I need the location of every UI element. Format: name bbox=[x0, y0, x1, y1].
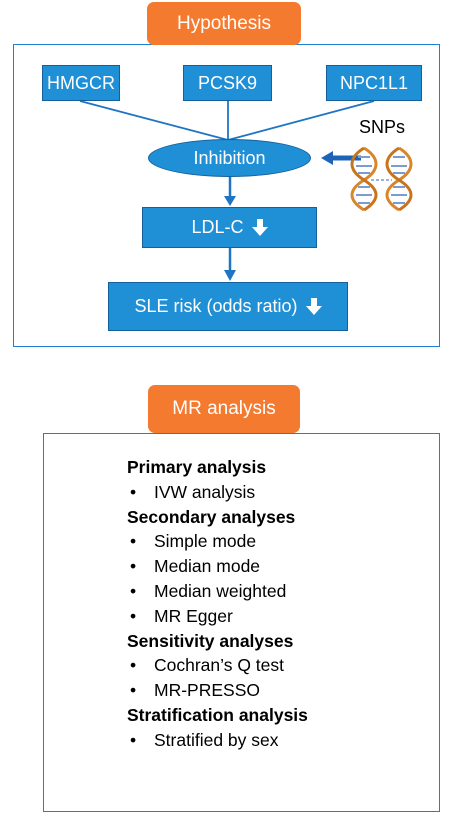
ldl-c-label: LDL-C bbox=[191, 217, 244, 237]
list-item: • Cochran’s Q test bbox=[127, 653, 308, 678]
list-item-label: IVW analysis bbox=[154, 481, 256, 502]
ldl-c-box: LDL-C bbox=[142, 207, 317, 248]
bullet-icon: • bbox=[130, 605, 137, 626]
inhibition-node: Inhibition bbox=[148, 139, 311, 177]
section-heading: Secondary analyses bbox=[127, 506, 296, 527]
list-item-label: Simple mode bbox=[154, 531, 257, 552]
list-item: • Stratified by sex bbox=[127, 728, 308, 753]
arrow-to-sle bbox=[224, 270, 236, 281]
list-item: • Median mode bbox=[127, 554, 308, 579]
connector-hmgcr bbox=[79, 100, 229, 141]
list-item-label: MR-PRESSO bbox=[154, 680, 260, 701]
connector-npc1l1 bbox=[227, 100, 375, 141]
list-item: • Median weighted bbox=[127, 579, 308, 604]
bullet-icon: • bbox=[130, 556, 137, 577]
section-heading: Stratification analysis bbox=[127, 704, 308, 725]
hypothesis-title: Hypothesis bbox=[147, 2, 301, 45]
list-item: • Simple mode bbox=[127, 529, 308, 554]
bullet-icon: • bbox=[130, 481, 137, 502]
arrow-snps-to-inhibition bbox=[321, 151, 333, 165]
section-heading: Sensitivity analyses bbox=[127, 630, 294, 651]
bullet-icon: • bbox=[130, 655, 137, 676]
bullet-icon: • bbox=[130, 580, 137, 601]
snps-label: SNPs bbox=[359, 117, 406, 137]
dna-helix-icon bbox=[350, 146, 378, 212]
arrow-to-ldl bbox=[224, 196, 236, 206]
down-arrow-icon bbox=[305, 298, 322, 315]
list-item: • MR-PRESSO bbox=[127, 678, 308, 703]
section-heading: Primary analysis bbox=[127, 457, 267, 477]
gene-box-npc1l1: NPC1L1 bbox=[326, 65, 422, 101]
bullet-icon: • bbox=[130, 531, 137, 552]
sle-risk-label: SLE risk (odds ratio) bbox=[134, 296, 298, 316]
list-item-label: Median mode bbox=[154, 556, 261, 577]
bullet-icon: • bbox=[130, 680, 137, 701]
gene-box-hmgcr: HMGCR bbox=[42, 65, 120, 101]
mr-analysis-frame bbox=[43, 433, 440, 812]
list-item-label: Stratified by sex bbox=[154, 729, 279, 750]
list-item-label: Median weighted bbox=[154, 580, 287, 601]
sle-risk-box: SLE risk (odds ratio) bbox=[108, 282, 348, 331]
mr-analysis-title: MR analysis bbox=[148, 385, 300, 433]
list-item-label: Cochran’s Q test bbox=[154, 655, 285, 676]
down-arrow-icon bbox=[251, 219, 268, 236]
bullet-icon: • bbox=[130, 729, 137, 750]
dna-helix-icon bbox=[385, 146, 413, 212]
gene-box-pcsk9: PCSK9 bbox=[183, 65, 272, 101]
list-item: • MR Egger bbox=[127, 604, 308, 629]
list-item: • IVW analysis bbox=[127, 480, 308, 505]
list-item-label: MR Egger bbox=[154, 605, 233, 626]
